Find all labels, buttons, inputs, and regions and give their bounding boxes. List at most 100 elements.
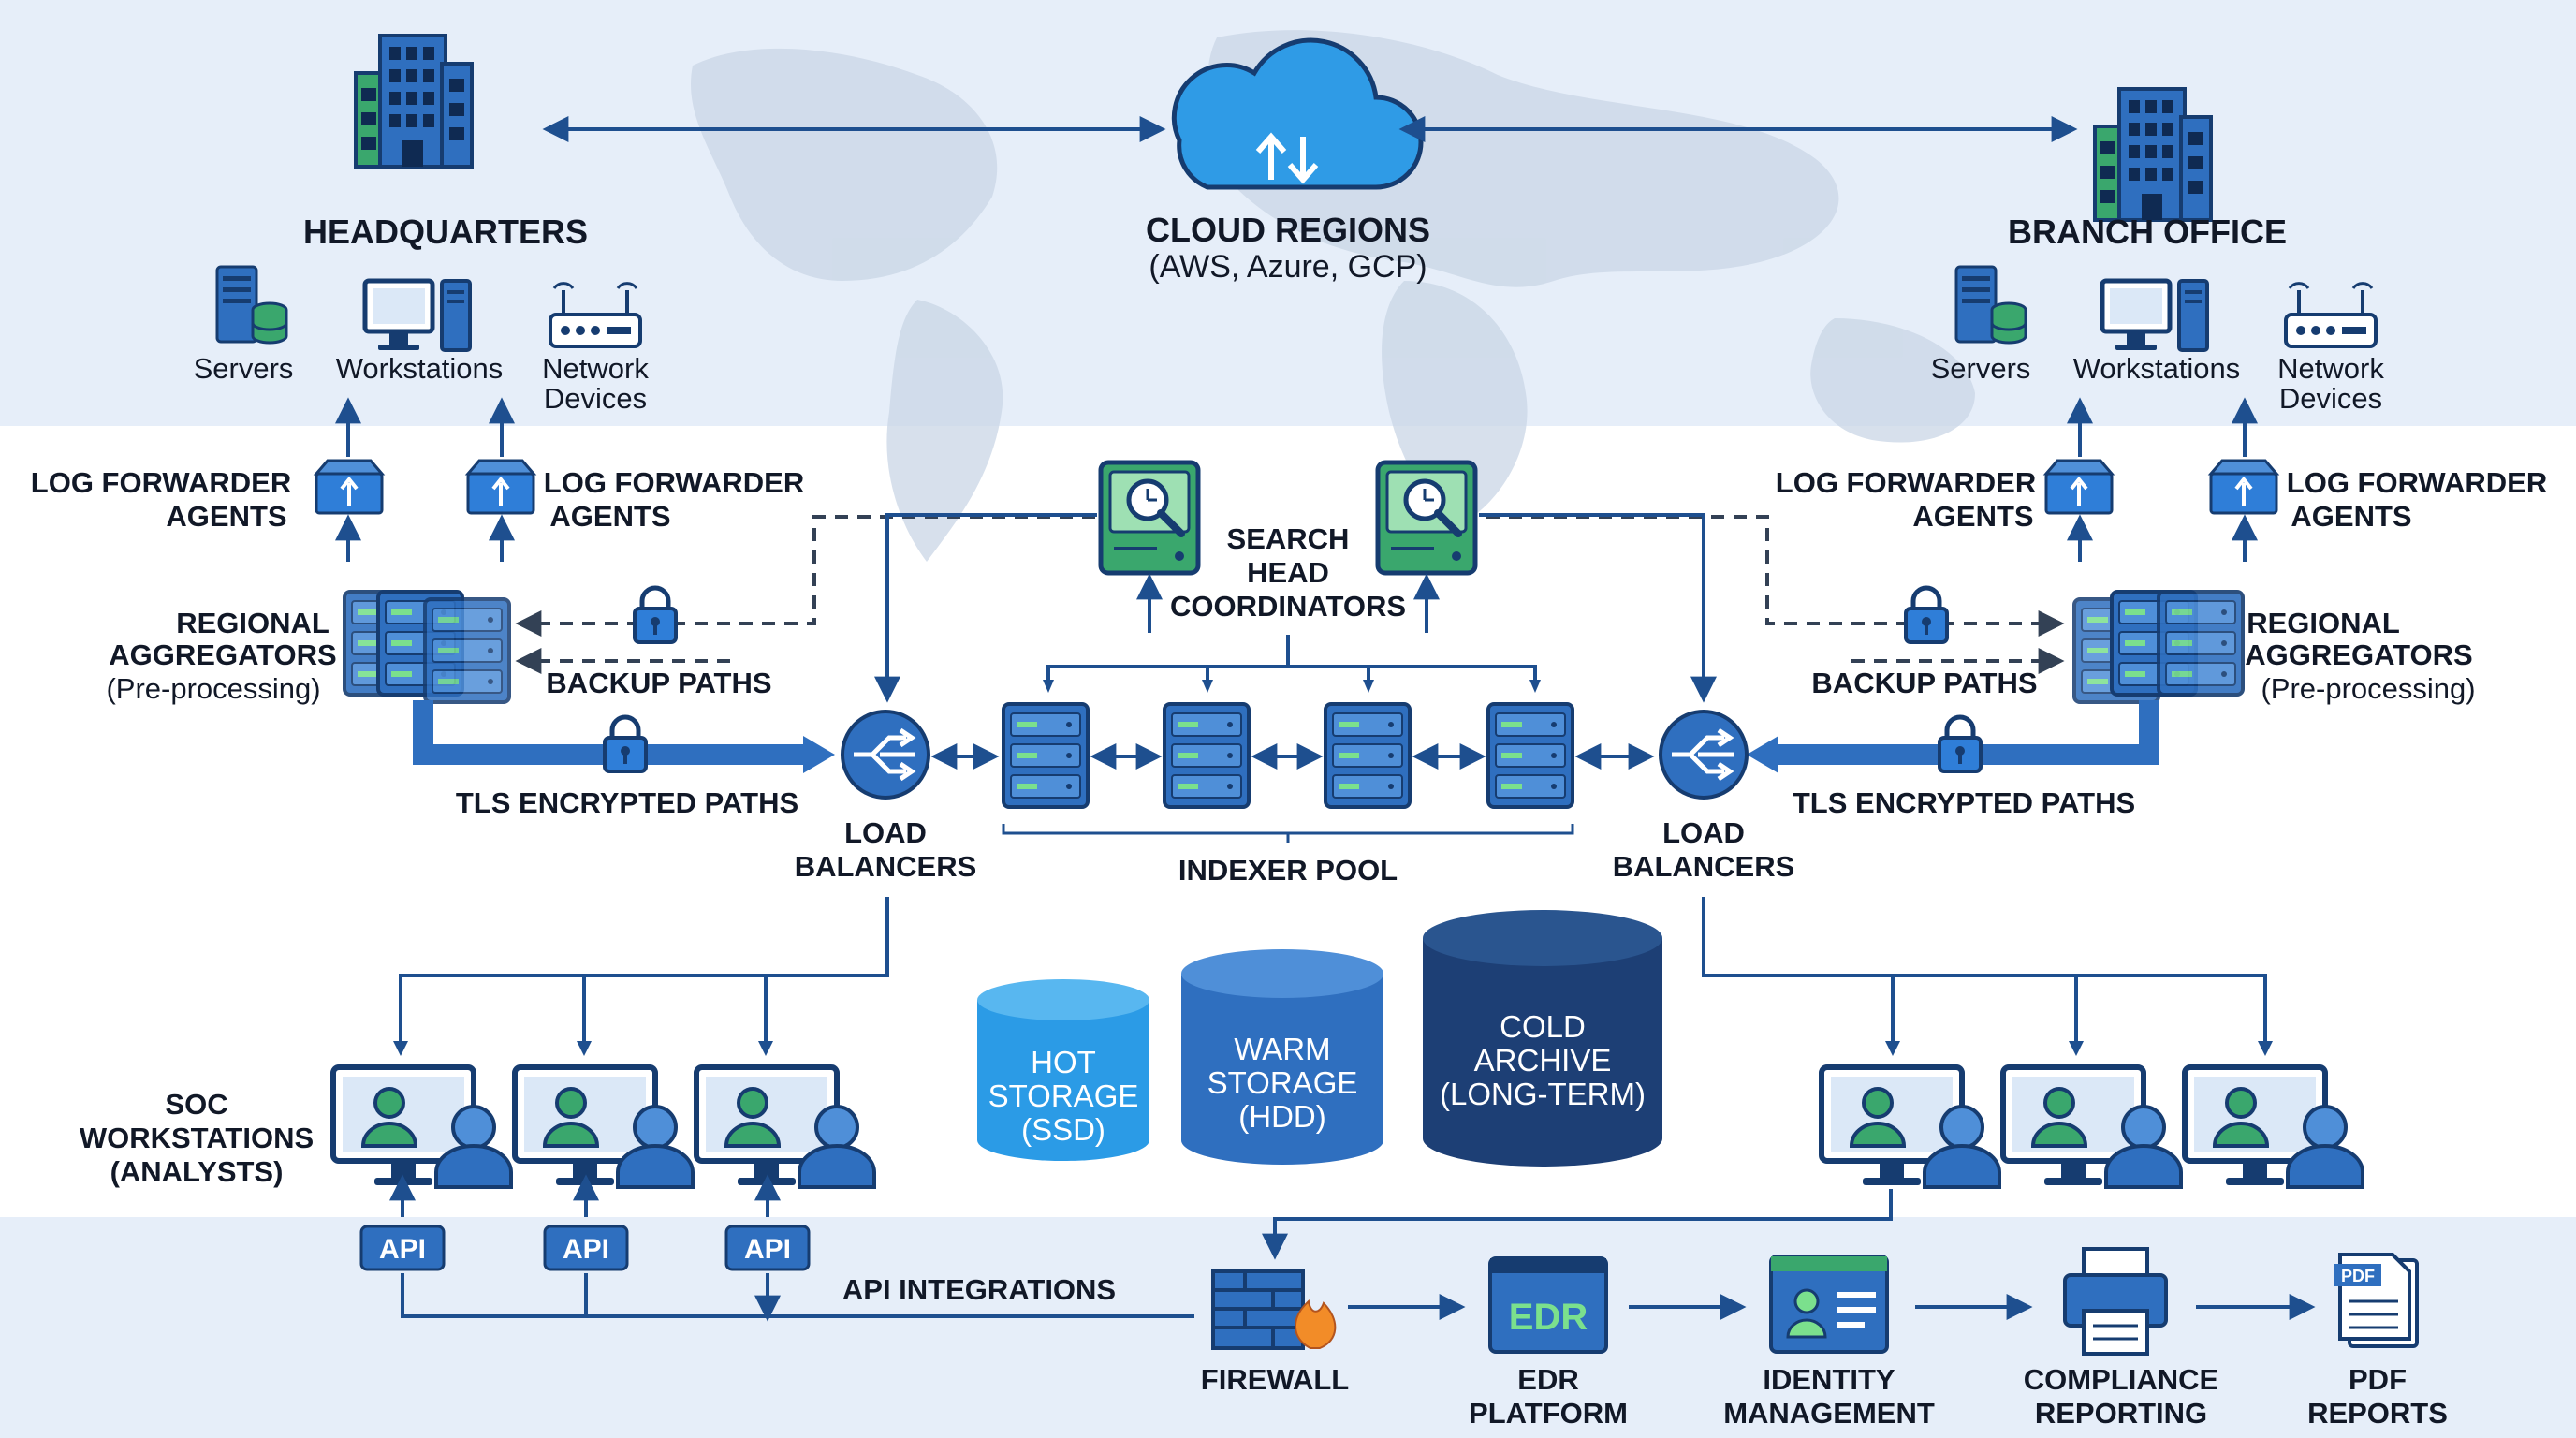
svg-text:API: API (563, 1234, 609, 1265)
hq-tls-label: TLS ENCRYPTED PATHS (456, 786, 798, 819)
edr-l2: PLATFORM (1469, 1397, 1628, 1430)
hq-tls-path (413, 700, 807, 765)
api-integrations-label: API INTEGRATIONS (842, 1273, 1116, 1306)
branch-agents-left-l2: AGENTS (1912, 500, 2033, 533)
svg-text:API: API (379, 1234, 426, 1265)
hq-aggregators-l3: (Pre-processing) (106, 672, 320, 705)
lb-left-l1: LOAD (844, 816, 927, 849)
identity-l2: MANAGEMENT (1723, 1397, 1935, 1430)
firewall-icon (1211, 1269, 1337, 1350)
branch-network-label-2: Devices (2279, 382, 2382, 415)
branch-network-label-1: Network (2277, 352, 2384, 385)
lb-right-l1: LOAD (1662, 816, 1745, 849)
warm-l2: STORAGE (1208, 1065, 1358, 1100)
branch-tls-label: TLS ENCRYPTED PATHS (1793, 786, 2135, 819)
soc-analyst-4-icon (1822, 1067, 1999, 1187)
branch-agent-left-icon (2044, 459, 2114, 515)
search-head-l2: HEAD (1247, 556, 1329, 589)
indexer-1-icon (1002, 702, 1090, 809)
api-badge-2: API (543, 1225, 629, 1271)
hq-workstations-label: Workstations (336, 352, 504, 385)
edr-l1: EDR (1517, 1363, 1578, 1396)
branch-title: BRANCH OFFICE (2008, 213, 2287, 251)
svg-text:PDF: PDF (2341, 1267, 2375, 1285)
branch-backup-lock-icon (1906, 588, 1947, 642)
cold-l2: ARCHIVE (1474, 1043, 1612, 1078)
identity-l1: IDENTITY (1763, 1363, 1895, 1396)
pdf-reports-icon: PDF (2334, 1253, 2419, 1348)
warm-l1: WARM (1234, 1032, 1330, 1066)
soc-analyst-1-icon (333, 1067, 511, 1187)
branch-servers-label: Servers (1931, 352, 2031, 385)
soc-analyst-2-icon (515, 1067, 693, 1187)
api-badge-3: API (724, 1225, 811, 1271)
hq-regional-aggregators-icon (343, 590, 511, 704)
lb-left-l2: BALANCERS (795, 850, 977, 883)
branch-tls-lock-icon (1939, 717, 1981, 771)
branch-agents-right-l2: AGENTS (2291, 500, 2411, 533)
hq-agents-left-l1: LOG FORWARDER (31, 466, 291, 499)
hq-aggregators-l1: REGIONAL (176, 607, 329, 639)
headquarters-title: HEADQUARTERS (303, 213, 588, 251)
identity-management-icon (1769, 1255, 1889, 1354)
hq-backup-label: BACKUP PATHS (546, 667, 771, 699)
soc-l3: (ANALYSTS) (110, 1155, 284, 1188)
search-head-left-icon (1101, 462, 1198, 573)
svg-text:API: API (744, 1234, 791, 1265)
hq-backup-path (515, 515, 1095, 637)
branch-workstations-label: Workstations (2073, 352, 2241, 385)
indexer-4-icon (1486, 702, 1574, 809)
soc-analyst-5-icon (2003, 1067, 2181, 1187)
cold-l1: COLD (1500, 1009, 1586, 1044)
branch-regional-aggregators-icon (2072, 590, 2245, 704)
branch-backup-label: BACKUP PATHS (1811, 667, 2037, 699)
edr-platform-icon: EDR (1488, 1256, 1608, 1354)
api-badge-1: API (359, 1225, 446, 1271)
soc-l1: SOC (165, 1088, 227, 1121)
branch-backup-path (1486, 515, 2065, 637)
printer-icon (2063, 1247, 2168, 1356)
branch-tls-path (1775, 700, 2159, 765)
branch-agents-left-l1: LOG FORWARDER (1776, 466, 2036, 499)
hq-servers-label: Servers (194, 352, 294, 385)
soc-analyst-3-icon (696, 1067, 874, 1187)
hq-agents-left-l2: AGENTS (166, 500, 286, 533)
hq-backup-lock-icon (635, 588, 676, 642)
hot-storage-cylinder (977, 979, 1149, 1161)
cold-archive-cylinder (1423, 910, 1662, 1167)
hot-l1: HOT (1031, 1045, 1096, 1079)
branch-aggregators-l2: AGGREGATORS (2245, 638, 2472, 671)
lb-right-l2: BALANCERS (1613, 850, 1795, 883)
indexer-pool-brace (1002, 824, 1574, 843)
cloud-subtitle: (AWS, Azure, GCP) (1149, 249, 1427, 285)
hq-agents-right-l1: LOG FORWARDER (544, 466, 804, 499)
compliance-l1: COMPLIANCE (2024, 1363, 2218, 1396)
hot-l3: (SSD) (1021, 1112, 1105, 1147)
warm-l3: (HDD) (1238, 1099, 1325, 1134)
indexer-2-icon (1163, 702, 1251, 809)
load-balancer-left-icon (842, 712, 929, 798)
cold-l3: (LONG-TERM) (1440, 1077, 1646, 1111)
search-head-right-icon (1378, 462, 1475, 573)
branch-agents-right-l1: LOG FORWARDER (2287, 466, 2547, 499)
compliance-l2: REPORTING (2035, 1397, 2207, 1430)
hq-aggregators-l2: AGGREGATORS (109, 638, 336, 671)
branch-aggregators-l1: REGIONAL (2247, 607, 2400, 639)
branch-agent-right-icon (2209, 459, 2278, 515)
pdf-l1: PDF (2349, 1363, 2407, 1396)
warm-storage-cylinder (1181, 949, 1383, 1165)
search-head-l3: COORDINATORS (1170, 590, 1406, 623)
svg-text:EDR: EDR (1509, 1297, 1588, 1338)
hq-agents-right-l2: AGENTS (549, 500, 670, 533)
indexer-pool-label: INDEXER POOL (1178, 854, 1398, 887)
hq-tls-lock-icon (605, 717, 646, 771)
cloud-title: CLOUD REGIONS (1146, 211, 1430, 249)
soc-l2: WORKSTATIONS (80, 1122, 314, 1154)
indexer-3-icon (1324, 702, 1412, 809)
hq-network-label-2: Devices (544, 382, 647, 415)
soc-analyst-6-icon (2185, 1067, 2363, 1187)
load-balancer-right-icon (1661, 712, 1747, 798)
branch-aggregators-l3: (Pre-processing) (2261, 672, 2475, 705)
hq-network-label-1: Network (542, 352, 649, 385)
